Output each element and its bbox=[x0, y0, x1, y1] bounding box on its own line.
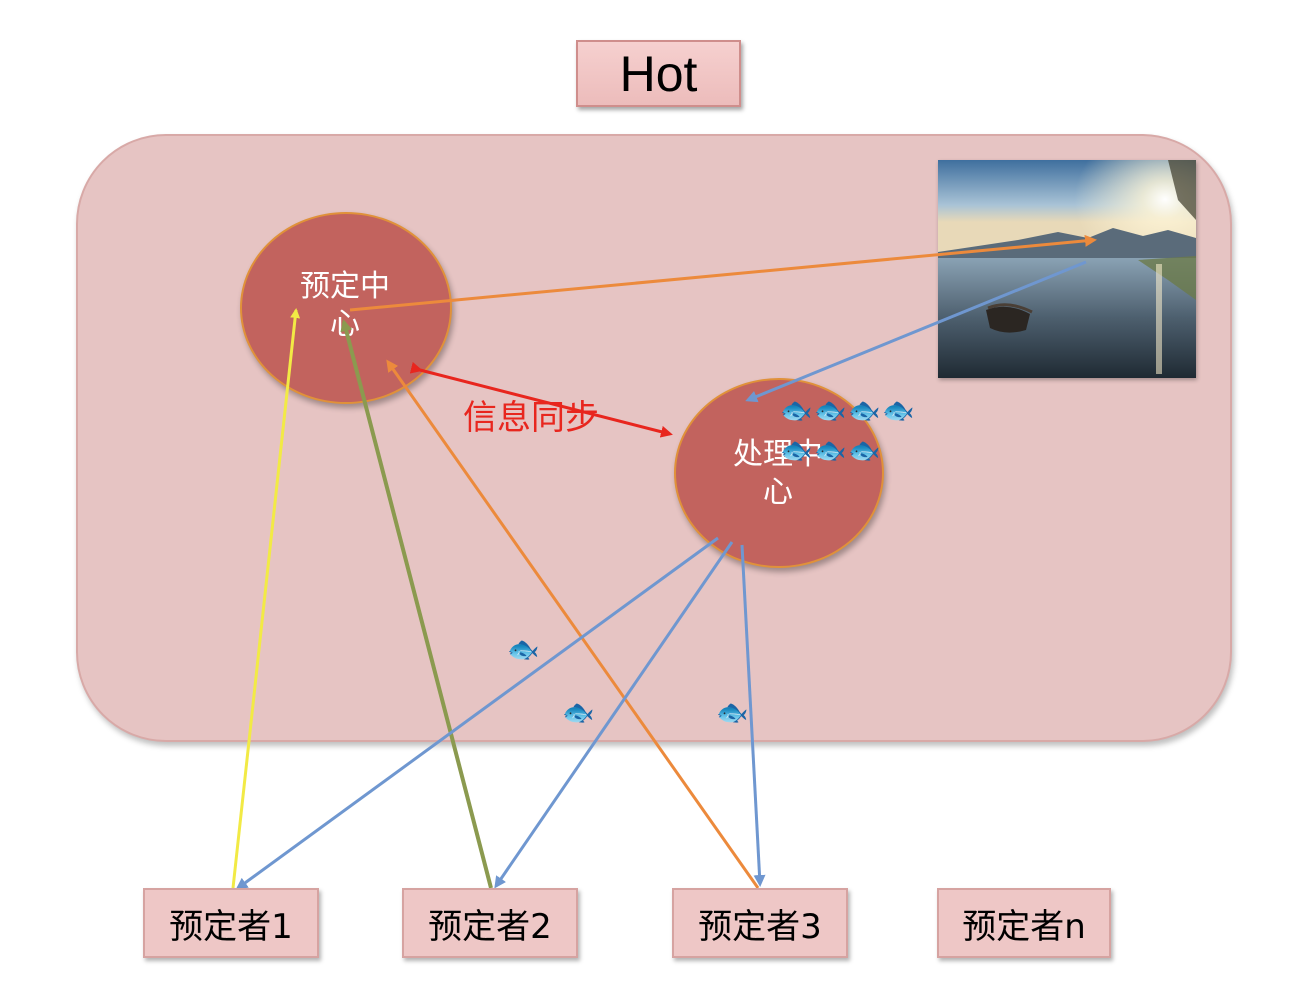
arrow-photo-to-processing-center bbox=[745, 260, 1087, 403]
arrow-processing-center-to-booker2 bbox=[494, 541, 734, 889]
lake-photo bbox=[938, 160, 1196, 378]
fish-icon: 🐟 bbox=[780, 436, 813, 466]
arrow-booker3-to-booking-center bbox=[386, 359, 760, 889]
lake-photo-image bbox=[938, 160, 1196, 378]
processing-center-label-line2: 心 bbox=[763, 475, 793, 510]
processing-center-circle bbox=[674, 378, 884, 568]
booker-n-label: 预定者n bbox=[962, 906, 1086, 947]
fish-icon: 🐟 bbox=[882, 396, 915, 426]
booking-center-label: 预定中 心 bbox=[270, 268, 420, 344]
fish-icon: 🐟 bbox=[507, 635, 540, 665]
booking-center-label-line1: 预定中 bbox=[300, 269, 390, 304]
info-sync-label: 信息同步 bbox=[463, 398, 599, 438]
fish-icon: 🐟 bbox=[780, 396, 813, 426]
fish-icon: 🐟 bbox=[814, 396, 847, 426]
processing-center-label: 处理中 心 bbox=[703, 436, 853, 512]
arrow-booker1-to-booking-center bbox=[231, 308, 301, 889]
arrow-info-sync bbox=[409, 361, 673, 438]
booker-3-label: 预定者3 bbox=[698, 906, 822, 947]
arrow-processing-center-to-booker1 bbox=[235, 536, 719, 890]
fish-icon: 🐟 bbox=[848, 436, 881, 466]
booker-2-label: 预定者2 bbox=[428, 906, 552, 947]
processing-center-label-line1: 处理中 bbox=[733, 437, 823, 472]
booker-2-box: 预定者2 bbox=[402, 888, 578, 958]
title-text: Hot bbox=[619, 45, 698, 102]
booker-3-box: 预定者3 bbox=[672, 888, 848, 958]
fish-icon: 🐟 bbox=[814, 436, 847, 466]
booker-n-box: 预定者n bbox=[937, 888, 1111, 958]
booker-1-label: 预定者1 bbox=[169, 906, 293, 947]
fish-icon: 🐟 bbox=[562, 698, 595, 728]
fish-icon: 🐟 bbox=[848, 396, 881, 426]
booker-1-box: 预定者1 bbox=[143, 888, 319, 958]
fish-icon: 🐟 bbox=[716, 698, 749, 728]
title-box: Hot bbox=[576, 40, 741, 107]
arrow-booker2-to-booking-center bbox=[340, 319, 493, 889]
arrow-processing-center-to-booker3 bbox=[740, 544, 766, 887]
arrow-booking-center-to-photo bbox=[349, 234, 1097, 312]
